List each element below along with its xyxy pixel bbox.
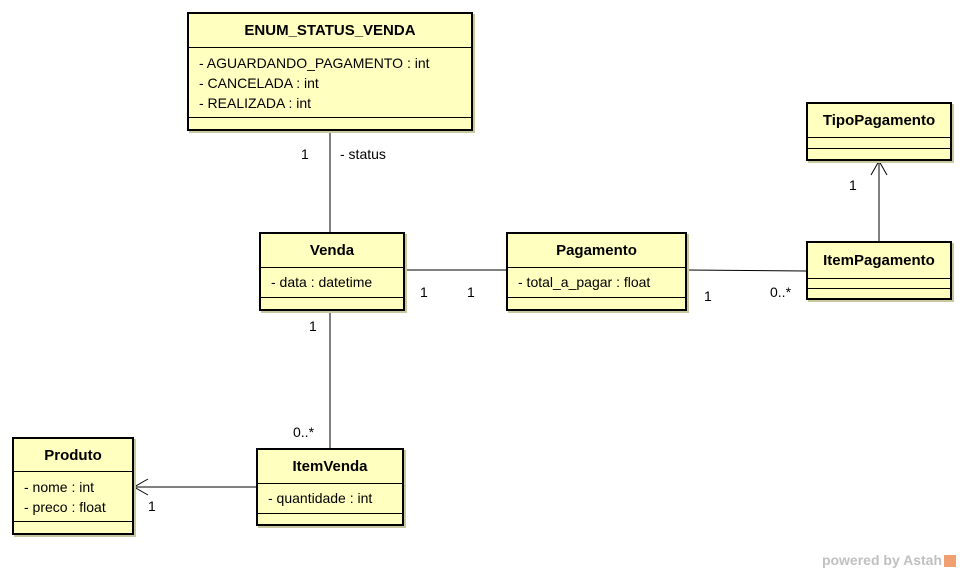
attribute: - CANCELADA : int	[199, 75, 319, 91]
operation-compartment	[258, 514, 402, 524]
multiplicity-label: 1	[148, 498, 156, 514]
attribute-compartment	[808, 138, 950, 149]
class-name: ItemVenda	[258, 450, 402, 484]
class-name: ItemPagamento	[808, 243, 950, 279]
assoc-pagamento-itempagamento	[686, 269, 807, 272]
operation-compartment	[508, 298, 685, 308]
attribute-compartment: - AGUARDANDO_PAGAMENTO : int - CANCELADA…	[189, 48, 471, 118]
class-tipo-pagamento[interactable]: TipoPagamento	[806, 102, 952, 161]
class-venda[interactable]: Venda - data : datetime	[259, 232, 405, 311]
class-name: TipoPagamento	[808, 104, 950, 138]
multiplicity-label: 1	[704, 288, 712, 304]
class-item-pagamento[interactable]: ItemPagamento	[806, 241, 952, 300]
astah-watermark: powered by Astah	[822, 552, 956, 568]
attribute-compartment: - total_a_pagar : float	[508, 268, 685, 298]
attribute-compartment: - nome : int - preco : float	[14, 472, 132, 522]
attribute: - data : datetime	[271, 274, 373, 290]
attribute-compartment	[808, 279, 950, 289]
operation-compartment	[808, 149, 950, 159]
multiplicity-label: 1	[849, 177, 857, 193]
class-item-venda[interactable]: ItemVenda - quantidade : int	[256, 448, 404, 526]
attribute: - nome : int	[24, 479, 95, 495]
attribute-compartment: - data : datetime	[261, 268, 403, 298]
attribute-compartment: - quantidade : int	[258, 484, 402, 514]
class-enum-status-venda[interactable]: ENUM_STATUS_VENDA - AGUARDANDO_PAGAMENTO…	[187, 12, 473, 131]
arrowhead-tipopagamento	[870, 159, 888, 176]
multiplicity-label: 0..*	[293, 424, 315, 440]
class-produto[interactable]: Produto - nome : int - preco : float	[12, 437, 134, 535]
class-pagamento[interactable]: Pagamento - total_a_pagar : float	[506, 232, 687, 311]
attribute: - preco : float	[24, 499, 106, 515]
multiplicity-label: 1	[420, 284, 428, 300]
class-name: Venda	[261, 234, 403, 268]
class-name: Pagamento	[508, 234, 685, 268]
attribute: - REALIZADA : int	[199, 95, 312, 111]
multiplicity-label: 1	[309, 318, 317, 334]
multiplicity-label: 0..*	[770, 284, 792, 300]
operation-compartment	[14, 522, 132, 532]
multiplicity-label: 1	[467, 284, 475, 300]
attribute: - quantidade : int	[268, 490, 373, 506]
operation-compartment	[189, 118, 471, 128]
astah-logo-icon	[944, 555, 956, 568]
operation-compartment	[261, 298, 403, 308]
attribute: - AGUARDANDO_PAGAMENTO : int	[199, 55, 430, 71]
attribute: - total_a_pagar : float	[518, 274, 651, 290]
class-name: ENUM_STATUS_VENDA	[189, 14, 471, 48]
arrowhead-produto	[132, 478, 149, 496]
role-label: - status	[340, 146, 386, 162]
class-name: Produto	[14, 439, 132, 472]
multiplicity-label: 1	[301, 146, 309, 162]
watermark-text: powered by Astah	[821, 552, 942, 568]
operation-compartment	[808, 289, 950, 299]
